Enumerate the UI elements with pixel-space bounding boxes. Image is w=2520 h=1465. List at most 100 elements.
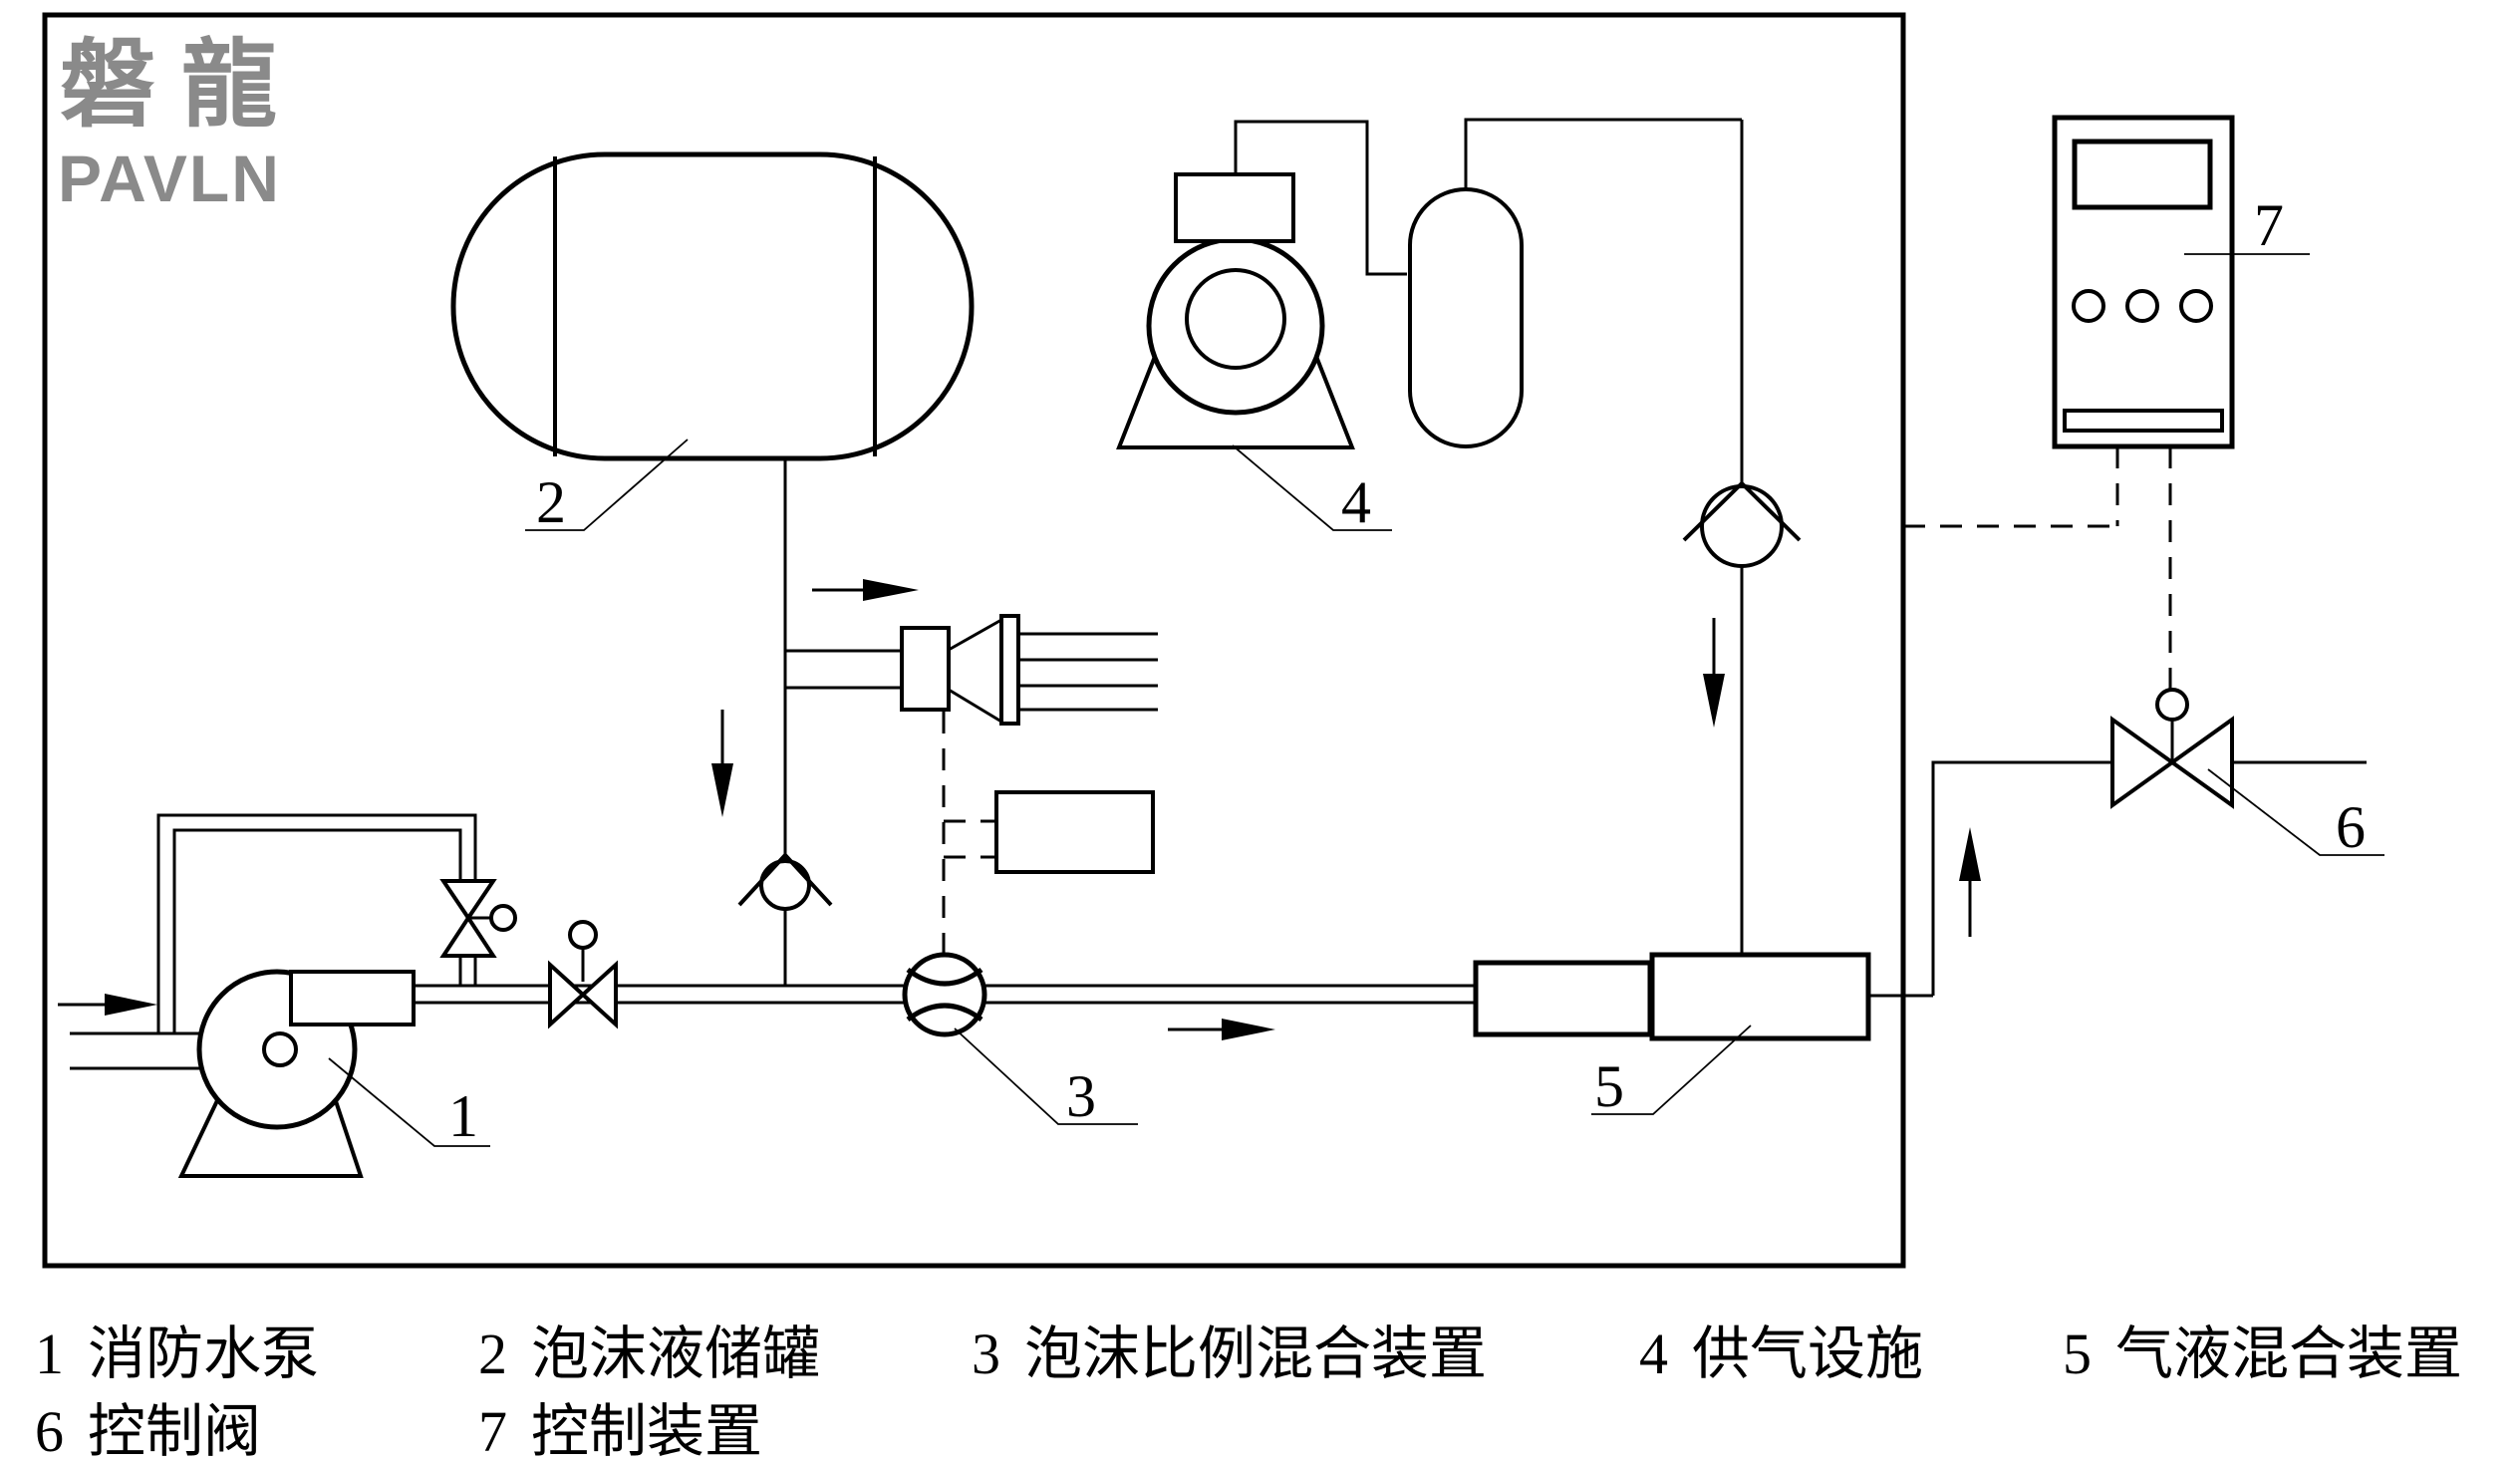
legend-item-3: 3 泡沫比例混合装置 <box>972 1321 1487 1386</box>
pump-hub <box>262 1031 298 1067</box>
legend-num-3: 3 <box>972 1321 1000 1386</box>
legend-label-4: 供气设施 <box>1692 1321 1923 1386</box>
main-valve-left-wedge <box>548 960 586 1029</box>
flow-arrows <box>58 579 1981 1040</box>
control-device-button-1 <box>2072 289 2105 323</box>
mixer-stage-two <box>1649 952 1871 1041</box>
control-valve-left-wedge <box>2110 716 2176 809</box>
eductor-flange <box>999 614 1020 726</box>
eductor-cone-top <box>948 618 1002 652</box>
proportioner-arc-bottom <box>906 1003 983 1023</box>
part-number-7: 7 <box>2254 192 2284 258</box>
recirc-valve-bottom-wedge <box>439 914 497 958</box>
gas-check-valve-body <box>1700 484 1784 568</box>
part-number-6: 6 <box>2336 794 2366 860</box>
cylinder-top-pipe <box>1464 118 1742 191</box>
tank-line-check-valve <box>737 853 833 911</box>
foam-tank-shell <box>450 151 975 461</box>
gas-cylinder <box>1408 187 1524 448</box>
main-flow-arrow-icon <box>1222 1019 1275 1040</box>
legend-item-7: 7 控制装置 <box>478 1399 762 1464</box>
part-number-4: 4 <box>1341 469 1371 535</box>
control-valve-right-wedge <box>2168 716 2234 809</box>
brand-logo: 磐龍 PAVLN <box>58 29 303 215</box>
tank-down-arrow-icon <box>711 763 733 817</box>
gas-line-check-valve <box>1682 481 1802 568</box>
air-supply-blower <box>1116 172 1355 449</box>
legend-num-4: 4 <box>1639 1321 1668 1386</box>
gas-check-valve-flap-left <box>1682 481 1744 542</box>
gas-check-valve-flap-right <box>1740 481 1802 542</box>
leader-4 <box>1232 444 1392 531</box>
system-boundary-box <box>42 12 1906 1269</box>
recirc-loop-inner <box>172 828 462 1033</box>
legend-num-6: 6 <box>35 1399 64 1464</box>
control-valve <box>2110 688 2234 809</box>
foam-tank <box>450 151 975 461</box>
proportioner-arc-top <box>906 967 983 987</box>
mixer-stage-one <box>1473 960 1653 1037</box>
part-number-5: 5 <box>1594 1053 1624 1119</box>
outlet-riser-pipe <box>1931 760 2112 996</box>
fire-pump <box>177 969 416 1178</box>
gas-down-arrow-icon <box>1703 674 1725 728</box>
legend: 1 消防水泵 2 泡沫液储罐 3 泡沫比例混合装置 4 供气设施 5 气液混合装置 6 控制… <box>35 1321 2462 1464</box>
part-number-1: 1 <box>448 1083 478 1149</box>
legend-item-1: 1 消防水泵 <box>35 1321 319 1386</box>
logo-cjk-text: 磐龍 <box>60 29 303 141</box>
eductor-arrow-icon <box>863 579 919 601</box>
check-valve-flap-right <box>783 853 833 907</box>
foam-eductor <box>900 614 1158 726</box>
legend-label-6: 控制阀 <box>88 1399 261 1464</box>
legend-num-7: 7 <box>478 1399 507 1464</box>
legend-num-2: 2 <box>478 1321 507 1386</box>
legend-item-5: 5 气液混合装置 <box>2063 1321 2462 1386</box>
proportioner-body <box>902 952 987 1037</box>
blower-to-cylinder-pipe <box>1234 120 1407 276</box>
control-device <box>2052 115 2235 449</box>
inlet-arrow-icon <box>105 994 157 1016</box>
outlet-up-arrow-icon <box>1959 827 1981 881</box>
control-valve-actuator <box>2155 688 2189 722</box>
legend-label-1: 消防水泵 <box>88 1321 319 1386</box>
leader-2 <box>525 439 689 531</box>
logo-latin-text: PAVLN <box>58 142 281 215</box>
check-valve-body <box>759 859 811 911</box>
legend-label-7: 控制装置 <box>531 1399 762 1464</box>
control-device-display <box>2072 139 2213 210</box>
control-signal-lines <box>942 446 2172 953</box>
part-number-2: 2 <box>536 469 566 535</box>
main-valve-right-wedge <box>580 960 618 1029</box>
eductor-cone-bottom <box>948 688 1002 724</box>
control-device-slot <box>2063 409 2224 433</box>
part-number-3: 3 <box>1066 1063 1096 1129</box>
main-valve-handle <box>568 920 598 950</box>
control-device-button-2 <box>2125 289 2159 323</box>
leader-5 <box>1591 1025 1752 1115</box>
legend-num-5: 5 <box>2063 1321 2092 1386</box>
legend-label-2: 泡沫液储罐 <box>531 1321 820 1386</box>
control-device-button-3 <box>2179 289 2213 323</box>
leader-6 <box>2207 768 2384 856</box>
check-valve-flap-left <box>737 853 787 907</box>
part-callouts: 1 2 3 4 5 6 7 <box>328 192 2384 1149</box>
recirc-valve <box>439 879 517 958</box>
eductor-inlet-box <box>900 626 951 712</box>
foam-proportioner <box>902 952 987 1037</box>
main-line-valve <box>548 920 618 1029</box>
blower-impeller <box>1185 268 1286 370</box>
pilot-sensor-box <box>994 790 1155 874</box>
leader-3 <box>954 1027 1138 1125</box>
blower-top-box <box>1174 172 1295 243</box>
gas-liquid-mixer <box>1473 952 1871 1041</box>
recirc-valve-handle <box>489 904 517 932</box>
recirc-valve-top-wedge <box>439 879 497 922</box>
legend-num-1: 1 <box>35 1321 64 1386</box>
recirc-loop-outer <box>156 813 477 1033</box>
legend-label-3: 泡沫比例混合装置 <box>1024 1321 1487 1386</box>
leader-1 <box>328 1057 490 1147</box>
legend-label-5: 气液混合装置 <box>2115 1321 2462 1386</box>
legend-item-6: 6 控制阀 <box>35 1399 261 1464</box>
